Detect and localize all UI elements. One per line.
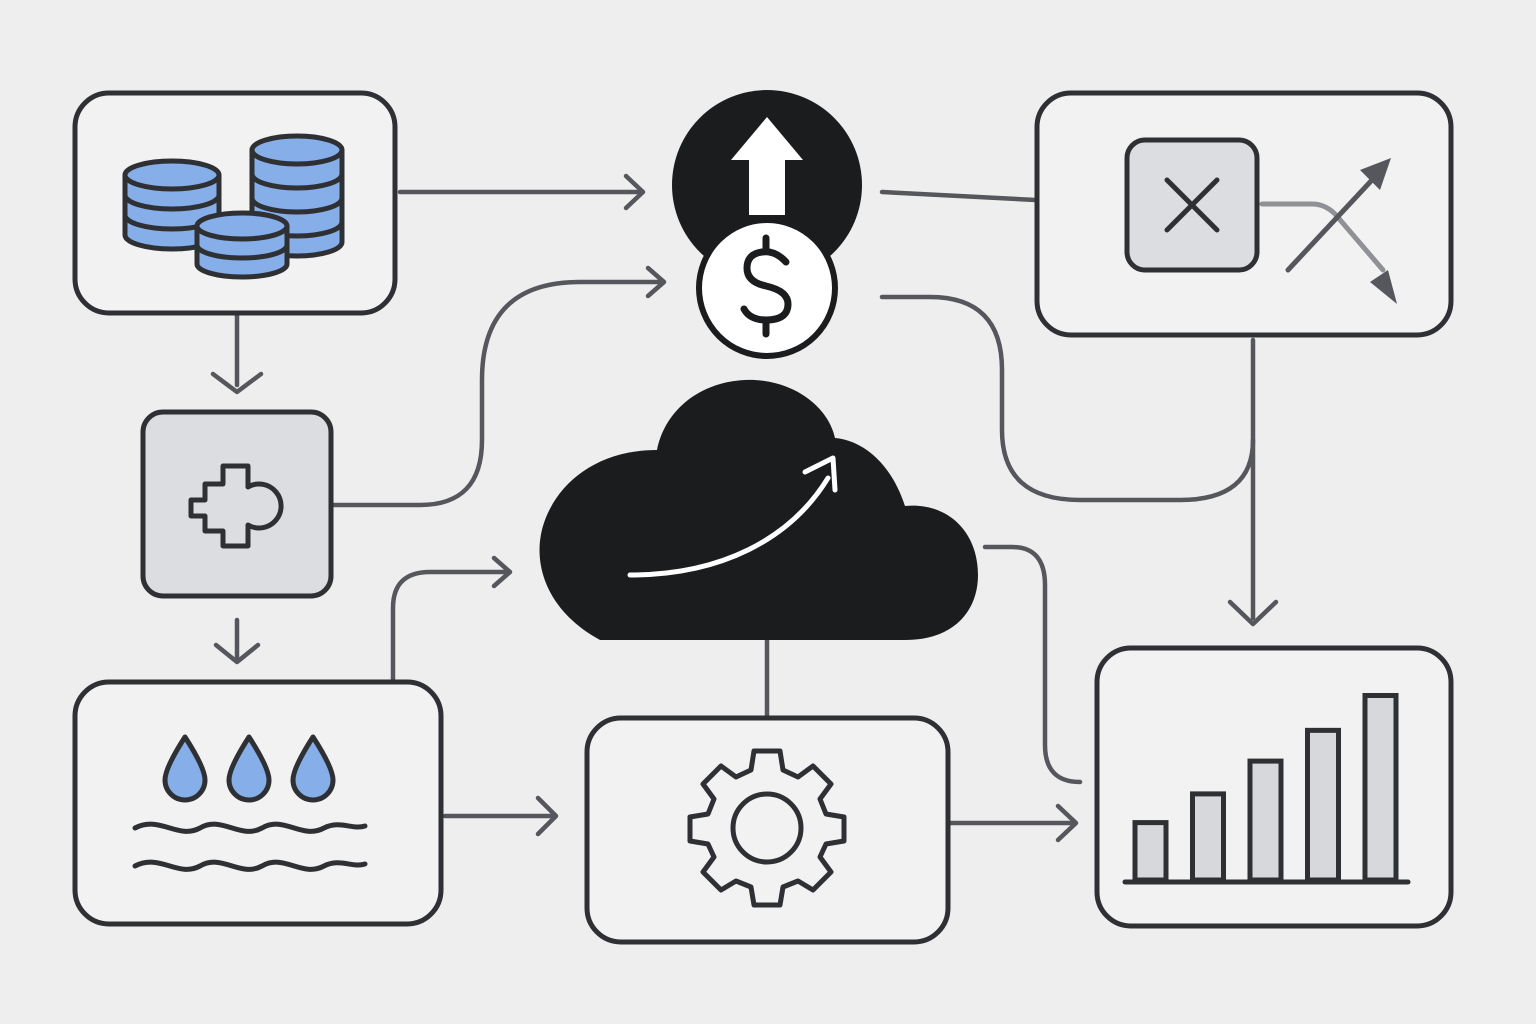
- bar-5: [1362, 693, 1399, 883]
- bar-chart-icon: [1132, 693, 1399, 883]
- close-icon: [1164, 177, 1220, 233]
- gear-icon: [687, 748, 847, 908]
- settings-node-box: [584, 715, 951, 945]
- connectors: [210, 173, 1279, 843]
- bar-3: [1247, 758, 1284, 883]
- edge-water-settings-arrowhead: [535, 795, 559, 837]
- edge-settings-chart-arrowhead: [1055, 803, 1079, 843]
- puzzle-piece-icon: [188, 463, 284, 549]
- edge-plugin-revenue-arrowhead: [645, 265, 667, 299]
- bar-4: [1305, 727, 1341, 883]
- settings-node[interactable]: [584, 715, 951, 945]
- edge-plugin-water-arrowhead: [213, 642, 261, 665]
- bar-2: [1190, 791, 1226, 883]
- cloud-shape: [539, 379, 978, 640]
- edge-cloud-chart: [982, 544, 1083, 785]
- edge-water-cloud: [390, 569, 511, 683]
- wave-line: [132, 821, 368, 834]
- edge-plugin-revenue: [330, 279, 665, 508]
- database-icon: [122, 133, 345, 280]
- edge-database-plugin-arrowhead: [210, 371, 264, 395]
- water-node[interactable]: [72, 679, 444, 927]
- up-arrow-icon: [731, 117, 803, 215]
- diverging-arrows-icon: [1259, 158, 1397, 304]
- database-node[interactable]: [72, 90, 398, 316]
- edge-database-revenue-arrowhead: [623, 173, 646, 211]
- revenue-node[interactable]: [672, 90, 862, 359]
- edge-water-cloud-arrowhead: [491, 555, 513, 589]
- water-node-box: [72, 679, 444, 927]
- cloud-node[interactable]: [539, 379, 978, 640]
- water-drops-icon: [132, 734, 368, 872]
- growth-arrow-icon: [627, 455, 838, 578]
- plugin-node[interactable]: [140, 409, 334, 599]
- bar-1: [1132, 820, 1169, 883]
- wave-line: [132, 859, 368, 872]
- edge-revenue-decision-curve: [879, 294, 1256, 503]
- decision-node[interactable]: [1034, 90, 1454, 338]
- chart-node[interactable]: [1094, 645, 1454, 929]
- edge-decision-chart-arrowhead: [1227, 599, 1279, 627]
- plugin-node-box: [140, 409, 334, 599]
- dollar-icon: [696, 217, 838, 359]
